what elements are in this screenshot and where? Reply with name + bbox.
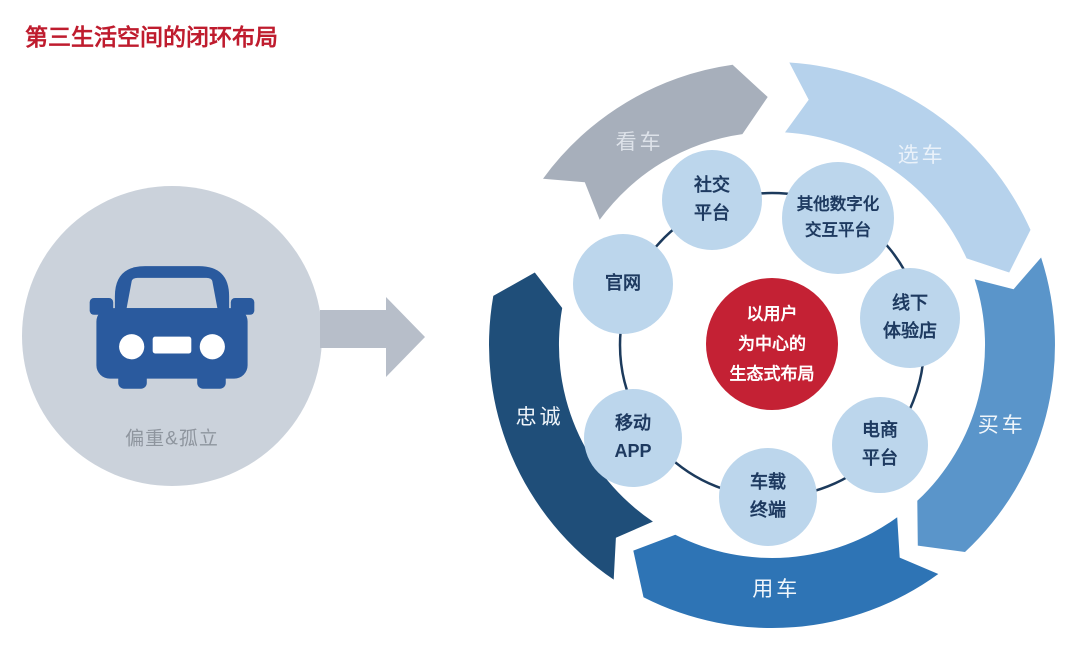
journey-ring [489, 62, 1055, 629]
journey-stage-arc-use-car [633, 517, 939, 629]
hub-node-circle-social-platform [662, 150, 762, 250]
journey-stage-arc-loyalty [489, 272, 653, 580]
car-front-icon [89, 266, 255, 389]
car-plate [152, 336, 192, 354]
hub-node-circle-official-website [573, 234, 673, 334]
journey-stage-arc-choose-car [785, 62, 1031, 273]
page-title: 第三生活空间的闭环布局 [25, 24, 278, 50]
right-arrow-icon [320, 297, 425, 377]
hub-node-circle-in-vehicle-terminal [719, 448, 817, 546]
car-headlight-right [199, 334, 225, 360]
car-headlight-left [119, 334, 145, 360]
hub-nodes [573, 150, 960, 546]
hub-center-circle [706, 278, 838, 410]
hub-node-circle-ecommerce-platform [832, 397, 928, 493]
journey-stage-arc-buy-car [917, 257, 1055, 552]
journey-stage-arc-view-car [543, 64, 768, 220]
car-windshield [126, 277, 218, 309]
hub-node-circle-other-digital-interaction-platforms [782, 162, 894, 274]
hub-node-circle-mobile-app [584, 389, 682, 487]
hub-node-circle-offline-experience-store [860, 268, 960, 368]
